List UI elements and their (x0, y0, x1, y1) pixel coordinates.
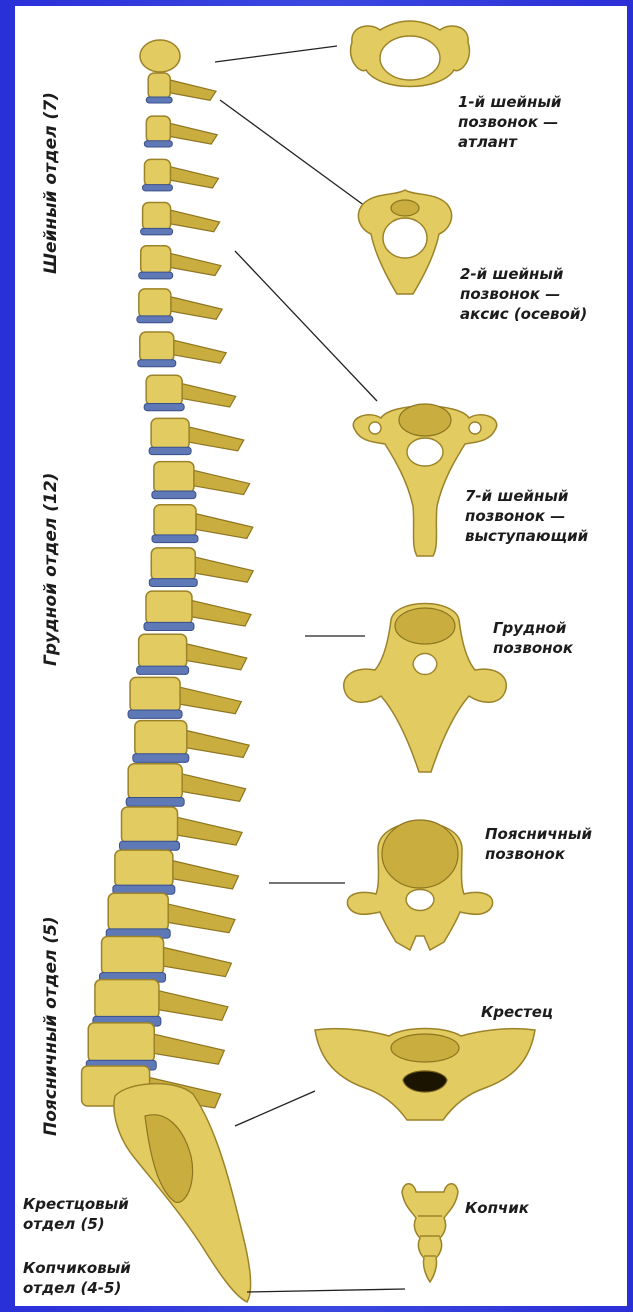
intervertebral-disc (139, 272, 173, 279)
intervertebral-disc (137, 666, 189, 674)
spine-process (182, 729, 250, 757)
vertebral-body (141, 246, 171, 274)
intervertebral-disc (149, 447, 191, 454)
vertebral-body (115, 850, 173, 887)
vertebral-body (130, 677, 180, 712)
region-label-sacral: Крестцовый отдел (5) (23, 1194, 129, 1234)
intervertebral-disc (152, 491, 196, 499)
spine-process (187, 599, 251, 626)
spine-process (157, 946, 231, 977)
leader-line (220, 100, 365, 206)
vertebra-label-sacrum: Крестец (481, 1002, 553, 1022)
spine-process (168, 80, 216, 101)
intervertebral-disc (152, 535, 198, 543)
vertebral-body (154, 505, 196, 537)
region-label-lumbar: Поясничный отдел (5) (41, 916, 61, 1136)
vertebra-label-c7: 7-й шейный позвонок — выступающий (465, 486, 588, 546)
vertebral-body (139, 634, 187, 668)
region-label-cervical: Шейный отдел (7) (41, 92, 61, 274)
spine-process (172, 816, 242, 845)
vertebral-body (102, 936, 164, 974)
vertebral-body (139, 289, 171, 318)
atlas-cap (140, 40, 180, 72)
leader-line (247, 1289, 405, 1292)
spine-process (190, 469, 250, 494)
vertebra-label-coccyx: Копчик (465, 1198, 529, 1218)
leader-line (235, 1091, 315, 1126)
thoracic-vertebra (344, 604, 507, 773)
region-label-coccygeal: Копчиковый отдел (4-5) (23, 1258, 131, 1298)
vertebra-label-atlas: 1-й шейный позвонок — атлант (458, 92, 561, 152)
vertebral-body (146, 116, 170, 143)
vertebral-body (88, 1023, 154, 1062)
intervertebral-disc (149, 579, 197, 587)
spine-process (168, 253, 221, 276)
vertebral-body (108, 893, 168, 931)
vertebral-body (146, 591, 192, 624)
vertebral-body (151, 418, 189, 449)
intervertebral-disc (126, 798, 184, 807)
lumbar-vertebra (347, 820, 492, 950)
vertebral-body (154, 462, 194, 493)
vertebra-label-thoracic: Грудной позвонок (493, 618, 573, 658)
spine-process (192, 513, 253, 539)
intervertebral-disc (146, 97, 172, 103)
spine-process (162, 903, 235, 933)
vertebral-body (151, 548, 195, 581)
intervertebral-disc (144, 141, 172, 147)
spine-process (168, 209, 220, 231)
spine-process (153, 989, 228, 1020)
intervertebral-disc (142, 185, 172, 191)
vertebral-body (95, 980, 159, 1019)
coccyx-bone (402, 1184, 458, 1282)
leader-line (215, 46, 337, 62)
vertebral-body (146, 375, 182, 405)
vertebral-body (128, 764, 182, 800)
vertebral-body (143, 203, 171, 231)
axis-vertebra (358, 190, 451, 294)
spine-process (167, 859, 238, 889)
vertebra-label-axis: 2-й шейный позвонок — аксис (осевой) (460, 264, 587, 324)
sacrum-bone (315, 1029, 535, 1121)
intervertebral-disc (133, 754, 189, 763)
spine-process (182, 643, 247, 670)
spine-process (148, 1033, 225, 1065)
spine-process (168, 166, 219, 188)
intervertebral-disc (141, 228, 173, 235)
spine-process (185, 426, 243, 451)
spinal-column (82, 40, 254, 1302)
intervertebral-disc (138, 360, 176, 367)
atlas-vertebra (351, 21, 470, 87)
vertebra-label-lumbar: Поясничный позвонок (485, 824, 592, 864)
intervertebral-disc (144, 622, 194, 630)
vertebral-body (148, 73, 170, 99)
intervertebral-disc (144, 403, 184, 410)
vertebral-body (140, 332, 174, 362)
spine-process (175, 686, 241, 714)
vertebral-body (122, 807, 178, 843)
diagram-canvas: Шейный отдел (7) Грудной отдел (12) Пояс… (15, 6, 627, 1306)
intervertebral-disc (128, 710, 182, 718)
vertebral-body (144, 159, 170, 186)
spine-process (170, 339, 226, 363)
vertebral-body (135, 721, 187, 756)
spine-process (168, 296, 223, 319)
spine-process (177, 773, 246, 802)
spine-process (179, 383, 236, 407)
intervertebral-disc (120, 841, 180, 850)
region-label-thoracic: Грудной отдел (12) (41, 473, 61, 666)
leader-line (235, 251, 377, 401)
spine-process (168, 123, 217, 144)
spine-process (191, 556, 253, 582)
intervertebral-disc (137, 316, 173, 323)
